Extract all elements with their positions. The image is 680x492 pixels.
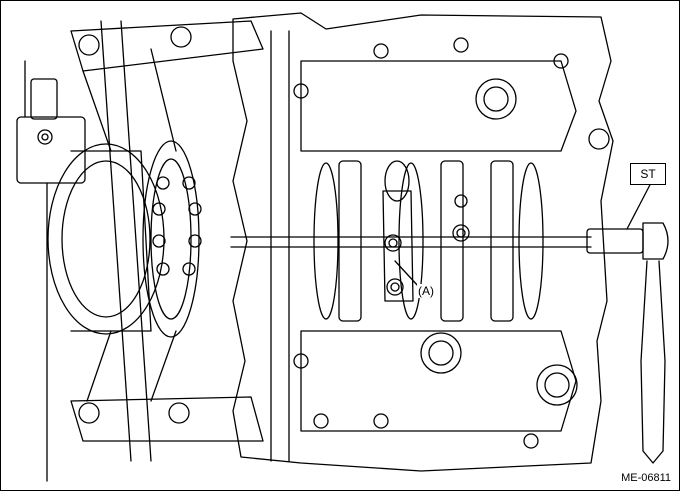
- special-tool-st: [586, 178, 669, 464]
- stand-mount-plate: [47, 140, 200, 338]
- callout-st: ST: [630, 163, 666, 185]
- figure-id-text: ME-06811: [621, 472, 671, 484]
- crankshaft: [230, 160, 592, 322]
- callout-a-label: (A): [418, 284, 434, 298]
- callout-st-label: ST: [640, 167, 656, 181]
- connecting-rod: [382, 160, 470, 302]
- callout-a: (A): [417, 284, 435, 298]
- stand-arms: [70, 20, 264, 462]
- hub-bolts: [152, 176, 202, 276]
- engine-block: [232, 12, 614, 472]
- figure-id: ME-06811: [621, 472, 671, 484]
